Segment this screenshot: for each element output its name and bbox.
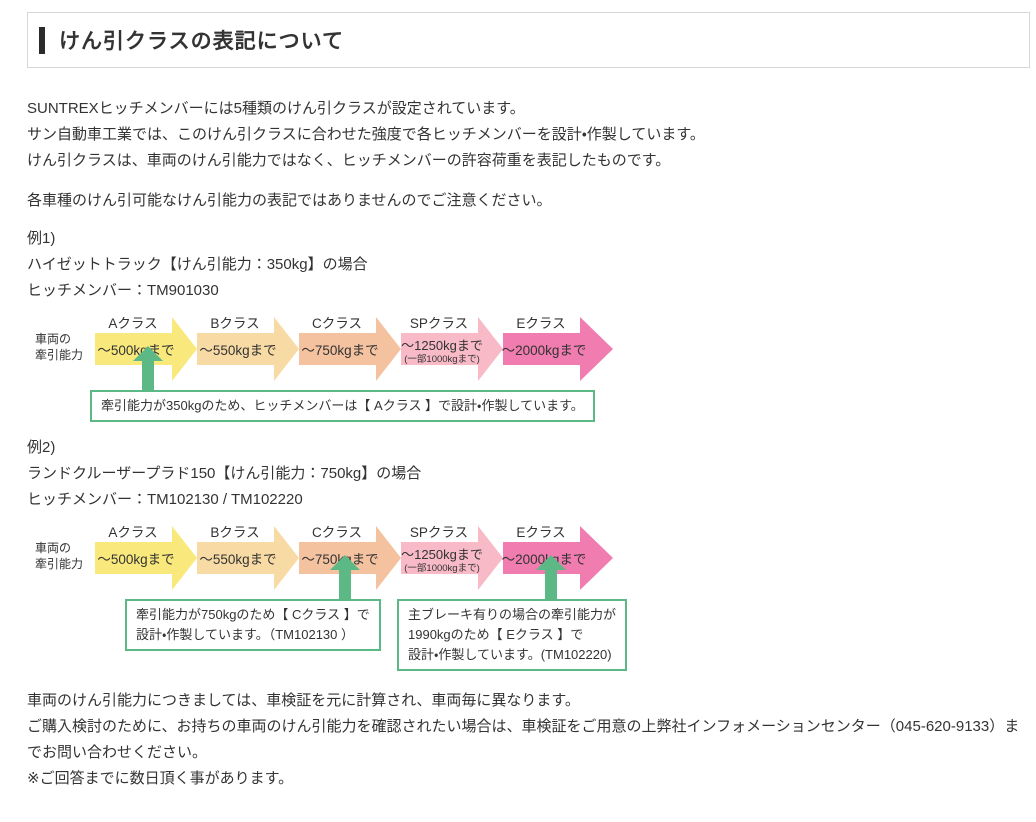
example2-hitch-member: ヒッチメンバー：TM102130 / TM102220 [27,491,303,508]
svg-text:SPクラス: SPクラス [410,525,468,540]
callout-a-class: 牽引能力が350kgのため、ヒッチメンバーは【 Aクラス 】で設計・作製していま… [90,390,595,422]
intro-paragraph: SUNTREXヒッチメンバーには5種類のけん引クラスが設定されています。 サン自… [27,96,1030,174]
example1-vehicle: ハイゼットトラック【けん引能力：350kg】の場合 [27,256,368,273]
svg-text:Bクラス: Bクラス [210,525,259,540]
class-arrow-4 [401,526,503,590]
pointer-arrow-a-class-icon [133,346,163,390]
title-accent-bar [39,26,45,54]
intro-line: SUNTREXヒッチメンバーには5種類のけん引クラスが設定されています。 [27,100,525,117]
svg-text:～1250kgまで: ～1250kgまで [401,547,483,562]
example1-hitch-member: ヒッチメンバー：TM901030 [27,282,219,299]
callout-c-class: 牽引能力が750kgのため【 Cクラス 】で 設計・作製しています。（TM102… [125,599,381,651]
example1-label: 例1) [27,230,56,247]
pointer-arrow-c-class-icon [330,555,360,599]
svg-text:Aクラス: Aクラス [108,525,157,540]
example2-vehicle: ランドクルーザープラド150【けん引能力：750kg】の場合 [27,465,422,482]
footer-line: 車両のけん引能力につきましては、車検証を元に計算され、車両毎に異なります。 [27,692,580,709]
intro-line: サン自動車工業では、このけん引クラスに合わせた強度で各ヒッチメンバーを設計・作製… [27,126,705,143]
page-title: けん引クラスの表記について [59,30,344,53]
class-arrow-5 [503,526,613,590]
svg-text:(一部1000kgまで): (一部1000kgまで) [404,563,480,574]
svg-text:～500kgまで: ～500kgまで [97,552,174,567]
svg-text:Cクラス: Cクラス [312,525,362,540]
svg-text:Aクラス: Aクラス [108,316,157,331]
footer-notes: 車両のけん引能力につきましては、車検証を元に計算され、車両毎に異なります。 ご購… [27,688,1030,792]
footer-line: ※ご回答までに数日頂く事があります。 [27,770,294,787]
class-arrow-3 [299,526,401,590]
svg-text:～2000kgまで: ～2000kgまで [502,552,587,567]
class-arrow-strip: Aクラス～500kgまでBクラス～550kgまでCクラス～750kgまでSPクラ… [95,316,613,381]
svg-text:Cクラス: Cクラス [312,316,362,331]
footer-line: ご購入検討のために、お持ちの車両のけん引能力を確認されたい場合は、車検証をご用意… [27,718,1020,761]
example2-label: 例2) [27,439,56,456]
example2-text: 例2) ランドクルーザープラド150【けん引能力：750kg】の場合 ヒッチメン… [27,435,1030,513]
svg-text:Eクラス: Eクラス [516,525,565,540]
svg-text:～550kgまで: ～550kgまで [199,552,276,567]
svg-text:～750kgまで: ～750kgまで [301,343,378,358]
svg-text:Eクラス: Eクラス [516,316,565,331]
svg-text:～1250kgまで: ～1250kgまで [401,338,483,353]
section-header: けん引クラスの表記について [27,12,1030,68]
class-arrow-1 [95,526,197,590]
pointer-arrow-e-class-icon [536,555,566,599]
axis-label-vehicle-capacity: 車両の 牽引能力 [35,332,84,362]
caution-note: 各車種のけん引可能なけん引能力の表記ではありませんのでご注意ください。 [27,192,552,209]
class-arrow-5 [503,317,613,381]
svg-text:SPクラス: SPクラス [410,316,468,331]
intro-line: けん引クラスは、車両のけん引能力ではなく、ヒッチメンバーの許容荷重を表記したもの… [27,152,671,169]
towing-class-diagram-2: 車両の 牽引能力 Aクラス ～500kgまで Bクラス ～550kgまで Cクラス ～75… [27,520,1030,671]
svg-text:～750kgまで: ～750kgまで [301,552,378,567]
svg-text:～2000kgまで: ～2000kgまで [502,343,587,358]
example1-text: 例1) ハイゼットトラック【けん引能力：350kg】の場合 ヒッチメンバー：TM… [27,226,1030,304]
callout-e-class: 主ブレーキ有りの場合の牽引能力が 1990kgのため【 Eクラス 】で 設計・作… [397,599,628,671]
class-arrow-2 [197,526,299,590]
svg-text:(一部1000kgまで): (一部1000kgまで) [404,354,480,365]
svg-text:～550kgまで: ～550kgまで [199,343,276,358]
class-arrow-4 [401,317,503,381]
axis-label-vehicle-capacity: 車両の 牽引能力 [35,541,84,571]
class-arrow-2 [197,317,299,381]
class-arrow-strip: Aクラス ～500kgまで Bクラス ～550kgまで Cクラス ～750kgまで SPクラ… [95,525,613,590]
class-arrow-3 [299,317,401,381]
svg-text:Bクラス: Bクラス [210,316,259,331]
